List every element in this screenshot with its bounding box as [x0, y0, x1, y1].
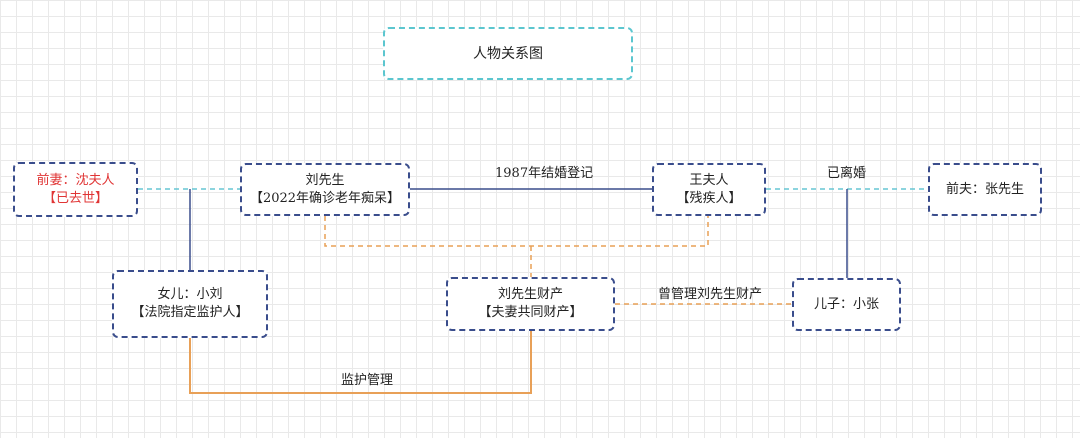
node-liu-note: 【2022年确诊老年痴呆】	[249, 190, 401, 206]
node-ex-husband-name: 前夫：张先生	[945, 181, 1024, 197]
node-ex-wife-note: 【已去世】	[42, 190, 108, 206]
edge-couple-property	[324, 216, 709, 247]
node-daughter-note: 【法院指定监护人】	[131, 305, 249, 320]
edge-label-marriage: 1987年结婚登记	[495, 166, 594, 181]
node-wang-note: 【残疾人】	[676, 190, 742, 206]
edge-guardian-mgmt	[189, 331, 532, 394]
node-wang-name: 王夫人	[689, 172, 729, 188]
node-property-note: 【夫妻共同财产】	[478, 305, 583, 320]
diagram-title: 人物关系图	[473, 45, 543, 62]
title-box: 人物关系图	[383, 27, 633, 80]
node-ex-wife: 前妻：沈夫人 【已去世】	[13, 162, 138, 217]
node-property-name: 刘先生财产	[497, 287, 563, 302]
node-daughter-name: 女儿：小刘	[157, 287, 223, 302]
node-son: 儿子：小张	[792, 278, 901, 331]
node-son-name: 儿子：小张	[813, 296, 879, 312]
node-liu: 刘先生 【2022年确诊老年痴呆】	[240, 163, 410, 216]
node-wang: 王夫人 【残疾人】	[652, 163, 766, 216]
edge-label-guardian-mgmt: 监护管理	[341, 373, 394, 388]
node-liu-name: 刘先生	[305, 172, 345, 188]
node-ex-wife-name: 前妻：沈夫人	[36, 172, 115, 188]
node-ex-husband: 前夫：张先生	[928, 163, 1042, 216]
node-daughter: 女儿：小刘 【法院指定监护人】	[112, 270, 268, 338]
node-property: 刘先生财产 【夫妻共同财产】	[446, 277, 615, 331]
edge-label-divorced: 已离婚	[827, 166, 867, 181]
edge-label-former-mgmt: 曾管理刘先生财产	[658, 287, 763, 302]
